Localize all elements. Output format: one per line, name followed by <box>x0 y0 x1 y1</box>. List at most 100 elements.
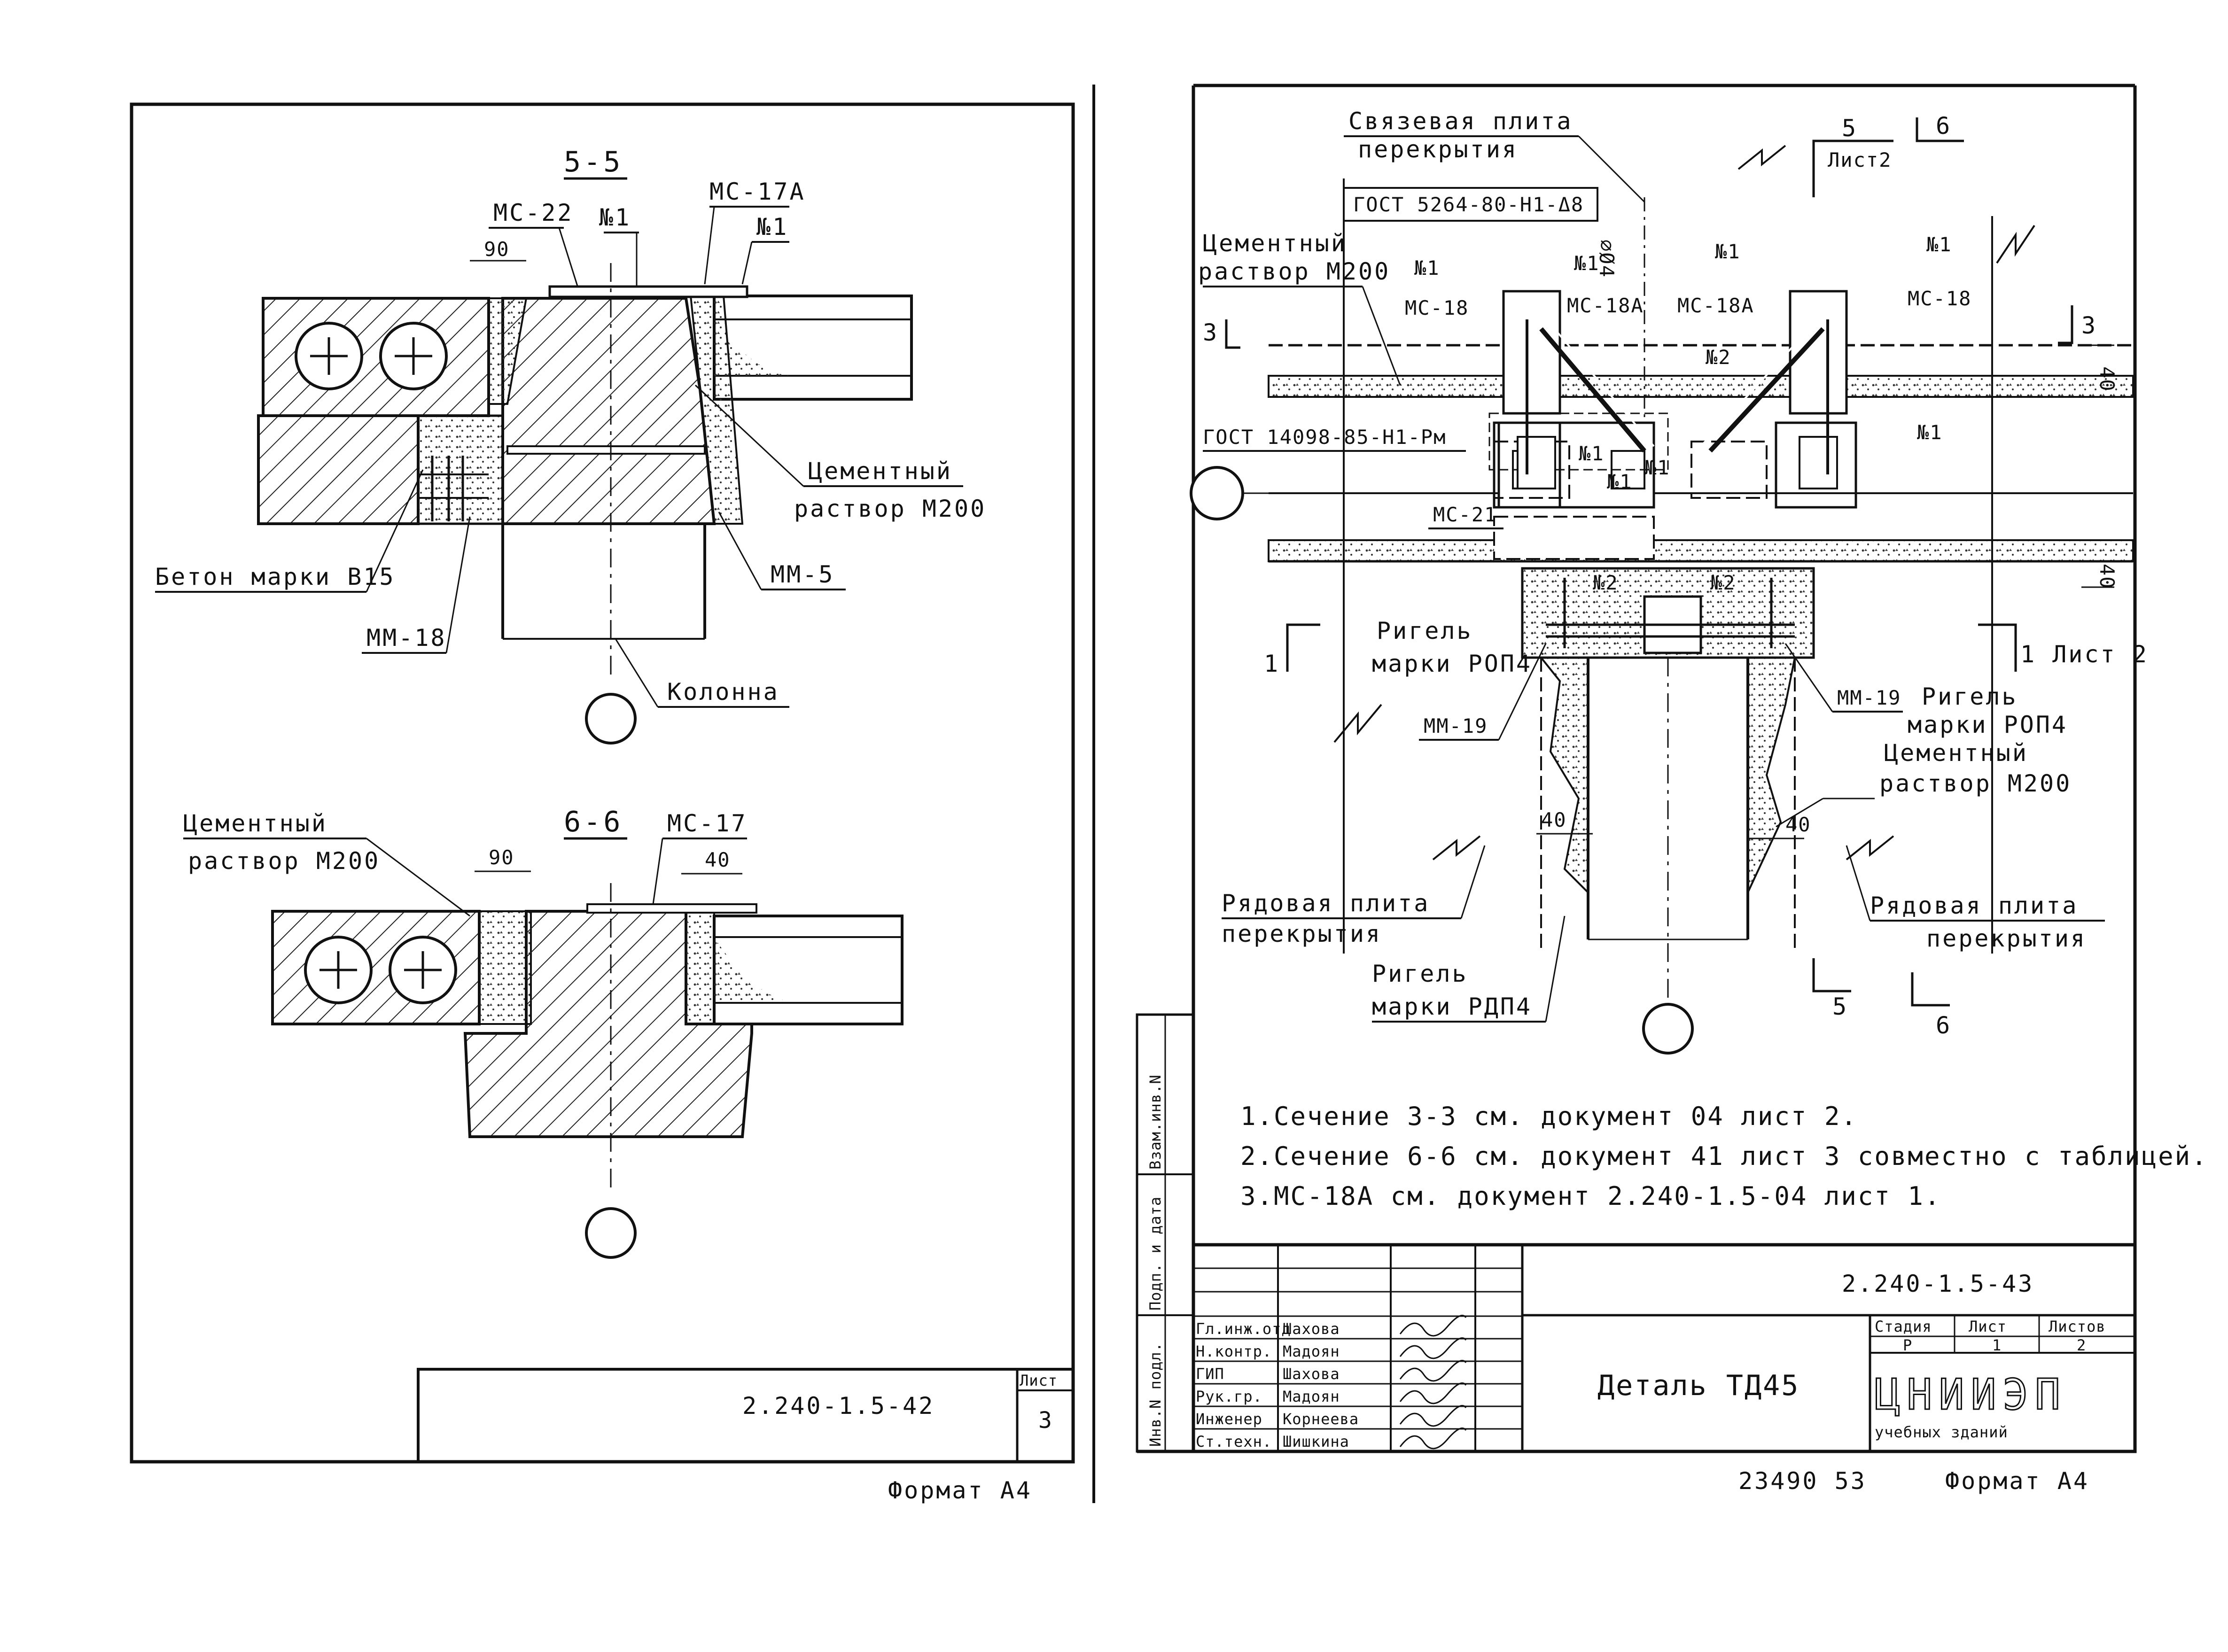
name-5: Корнеева <box>1283 1410 1359 1428</box>
label-rigel-l2: марки РОП4 <box>1372 650 1532 677</box>
role-1: Гл.инж.отд <box>1196 1320 1291 1338</box>
label-gost1: ГОСТ 5264-80-Н1-Δ8 <box>1353 193 1584 216</box>
stamp-podp: Подп. и дата <box>1146 1196 1164 1311</box>
right-format: Формат А4 <box>1945 1467 2089 1495</box>
section-5-5-title: 5-5 <box>564 146 623 178</box>
stamp-vzam: Взам.инв.N <box>1146 1074 1164 1170</box>
label-rigel-b1: Ригель <box>1372 960 1468 987</box>
hollow-slab-right <box>713 915 904 1025</box>
sheets-header: Листов <box>2049 1318 2106 1335</box>
sheet-header: Лист <box>1969 1318 2007 1335</box>
name-4: Мадоян <box>1283 1388 1340 1405</box>
label-n1-m4: №1 <box>1917 421 1943 444</box>
label-gost2: ГОСТ 14098-85-Н1-Рм <box>1203 426 1446 449</box>
label-rigel-r1: Ригель <box>1922 683 2018 710</box>
label-cement2: раствор М200 <box>794 495 986 522</box>
name-1: Шахова <box>1283 1320 1340 1338</box>
name-3: Шахова <box>1283 1365 1340 1383</box>
label-rigel-b2: марки РДП4 <box>1372 993 1532 1020</box>
label-ryad-r2: перекрытия <box>1926 925 2087 952</box>
label-cement: Цементный <box>808 458 952 485</box>
label-svyaz1: Связевая плита <box>1348 108 1573 135</box>
label-mc18-l: МС-18 <box>1405 296 1469 319</box>
axis-marker <box>1642 1003 1694 1055</box>
label-mm19-l: ММ-19 <box>1424 714 1488 737</box>
cut-6-bottom: 6 <box>1936 1012 1952 1039</box>
label-n1-m2: №1 <box>1644 456 1670 479</box>
signature <box>1399 1382 1467 1404</box>
role-6: Ст.техн. <box>1196 1433 1272 1450</box>
axis-marker <box>585 693 637 745</box>
label-mc17a: МС-17А <box>709 178 806 205</box>
label-n1-l: №1 <box>1414 256 1440 279</box>
right-doc-code: 2.240-1.5-43 <box>1842 1270 2034 1297</box>
axis-marker <box>1190 466 1244 520</box>
label-cement: Цементный <box>183 810 327 837</box>
section-5-5: 5-5 <box>155 146 986 745</box>
label-mc22: МС-22 <box>493 199 574 226</box>
dim-40-mid: 40 <box>2096 564 2119 589</box>
org-name: учебных зданий <box>1875 1423 2008 1441</box>
label-n1-b: №1 <box>756 213 788 240</box>
axis-marker <box>585 1207 637 1259</box>
right-title-block: 2.240-1.5-43 Деталь ТД45 Стадия Лист Лис… <box>1192 1243 2137 1495</box>
label-mm19-r: ММ-19 <box>1837 686 1901 709</box>
label-cement-r1: Цементный <box>1884 739 2028 767</box>
label-cement1: Цементный <box>1203 230 1347 257</box>
hollow-slab-right <box>713 295 913 401</box>
label-mc18a-r: МС-18А <box>1677 294 1754 317</box>
signature <box>1399 1360 1467 1382</box>
role-5: Инженер <box>1196 1410 1262 1428</box>
notes: 1.Сечение 3-3 см. документ 04 лист 2. 2.… <box>1240 1101 2208 1211</box>
role-2: Н.контр. <box>1196 1342 1272 1360</box>
section-6-6-title: 6-6 <box>564 806 623 838</box>
dim-40-col-l: 40 <box>1541 808 1567 831</box>
note-3: 3.МС-18А см. документ 2.240-1.5-04 лист … <box>1240 1181 1941 1211</box>
left-sheet-number: 3 <box>1038 1407 1052 1434</box>
signature <box>1399 1405 1467 1427</box>
cut-list2: Лист2 <box>1828 148 1892 171</box>
label-mc18-r: МС-18 <box>1908 287 1971 310</box>
beam-left <box>257 414 420 525</box>
label-n2-bl: №2 <box>1593 571 1619 594</box>
stage-value: Р <box>1903 1336 1912 1354</box>
side-stamp: Инв.N подл. Подп. и дата Взам.инв.N <box>1136 1013 1195 1453</box>
cut-5: 5 <box>1842 115 1858 142</box>
label-mc17: МС-17 <box>667 810 748 837</box>
label-mc18a-l: МС-18А <box>1567 294 1644 317</box>
stamp-inv: Инв.N подл. <box>1146 1342 1164 1447</box>
label-cement-r2: раствор М200 <box>1879 770 2072 797</box>
label-mc21: МС-21 <box>1433 503 1497 526</box>
label-cement2: раствор М200 <box>188 847 380 875</box>
note-1: 1.Сечение 3-3 см. документ 04 лист 2. <box>1240 1101 1858 1131</box>
left-doc-code: 2.240-1.5-42 <box>742 1392 935 1419</box>
cut-5-bottom: 5 <box>1832 993 1848 1020</box>
dim-40: 40 <box>705 848 731 871</box>
label-ryad-l1: Рядовая плита <box>1222 890 1430 917</box>
dim-vertical: ∅Ø4 <box>1595 240 1618 278</box>
note-2: 2.Сечение 6-6 см. документ 41 лист 3 сов… <box>1240 1141 2208 1171</box>
left-sheet: 5-5 <box>130 85 1095 1504</box>
label-beton: Бетон марки В15 <box>155 563 396 590</box>
embedded-plate <box>586 903 757 914</box>
dim-40-col-r: 40 <box>1785 813 1811 836</box>
left-sheet-label: Лист <box>1020 1372 1058 1389</box>
label-n1-m3: №1 <box>1607 470 1633 493</box>
drawing-name: Деталь ТД45 <box>1597 1369 1800 1402</box>
label-n1-c: №1 <box>1574 252 1600 275</box>
left-format: Формат А4 <box>888 1477 1032 1504</box>
name-2: Мадоян <box>1283 1342 1340 1360</box>
sheet-value: 1 <box>1992 1336 2002 1354</box>
cut-1-left: 1 <box>1264 650 1280 677</box>
label-n1-rr: №1 <box>1926 233 1952 256</box>
dim-40-top: 40 <box>2096 366 2119 392</box>
label-n1-a: №1 <box>599 204 631 231</box>
dim-90: 90 <box>484 238 510 261</box>
left-title-block: 2.240-1.5-42 Лист 3 Формат А4 <box>417 1368 1075 1504</box>
signature <box>1399 1337 1467 1359</box>
label-n1-r: №1 <box>1715 240 1741 263</box>
cut-1-right: 1 Лист 2 <box>2020 641 2149 668</box>
label-svyaz2: перекрытия <box>1358 136 1518 163</box>
name-6: Шишкина <box>1283 1433 1349 1450</box>
label-rigel-l1: Ригель <box>1377 617 1473 644</box>
